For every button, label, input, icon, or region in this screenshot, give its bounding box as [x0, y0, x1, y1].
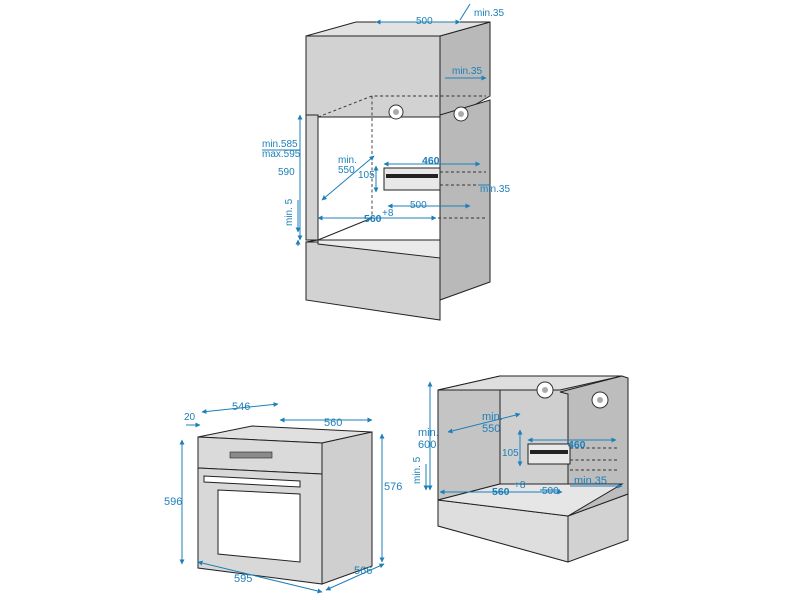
- dim-side-gap: min.35: [452, 66, 482, 77]
- dim-height-range-min: min.585: [262, 139, 298, 150]
- dim-top-width: 560: [324, 417, 342, 429]
- dim-top-gap: min.35: [474, 8, 504, 19]
- dim-body-depth: 546: [232, 401, 250, 413]
- dim-shelf-width: 460: [568, 439, 586, 451]
- oven-illustration: [197, 425, 373, 585]
- dim-height-label: min.: [418, 427, 439, 439]
- dim-inner-depth: 500: [410, 200, 427, 211]
- dim-height-front: 596: [164, 496, 182, 508]
- dim-bottom-gap: min. 5: [412, 456, 423, 484]
- dim-depth-label: min.: [338, 155, 357, 166]
- dim-niche-width: 560: [492, 486, 510, 498]
- under-counter-cabinet-dimensions: min. 600 min. 550 460 105 min. 5 560 +8 …: [412, 381, 623, 498]
- dim-front-width: 595: [234, 573, 252, 585]
- dim-height: 590: [278, 167, 295, 178]
- tall-cabinet-illustration: [305, 21, 491, 321]
- dim-shelf-width: 460: [422, 155, 440, 167]
- dim-shelf-height: 105: [502, 448, 519, 459]
- dim-shelf-height: 105: [358, 170, 375, 181]
- tall-cabinet-dimensions: 500 min.35 min.35 min.585 max.595 590 mi…: [262, 3, 510, 246]
- dim-top-width: 500: [416, 16, 433, 27]
- under-counter-cabinet-illustration: [437, 375, 629, 563]
- dim-depth-value: 550: [482, 423, 500, 435]
- dim-depth-value: 550: [338, 165, 355, 176]
- dim-niche-width-tol: +8: [382, 208, 394, 219]
- dim-height-value: 600: [418, 439, 436, 451]
- dim-depth-label: min.: [482, 411, 503, 423]
- dim-niche-width: 560: [364, 213, 382, 225]
- dim-height-side: 576: [384, 481, 402, 493]
- dim-rear-gap: min.35: [480, 184, 510, 195]
- dim-rear-gap: min.35: [574, 475, 607, 487]
- dim-inner-depth: 500: [542, 486, 559, 497]
- dim-bottom-gap: min. 5: [284, 198, 295, 226]
- dim-side-depth: 566: [354, 565, 372, 577]
- dim-niche-width-tol: +8: [514, 480, 526, 491]
- dim-height-range-max: max.595: [262, 149, 301, 160]
- dim-panel-depth: 20: [184, 412, 196, 423]
- oven-dimensions: 20 546 560 596 576 595 566: [164, 401, 402, 594]
